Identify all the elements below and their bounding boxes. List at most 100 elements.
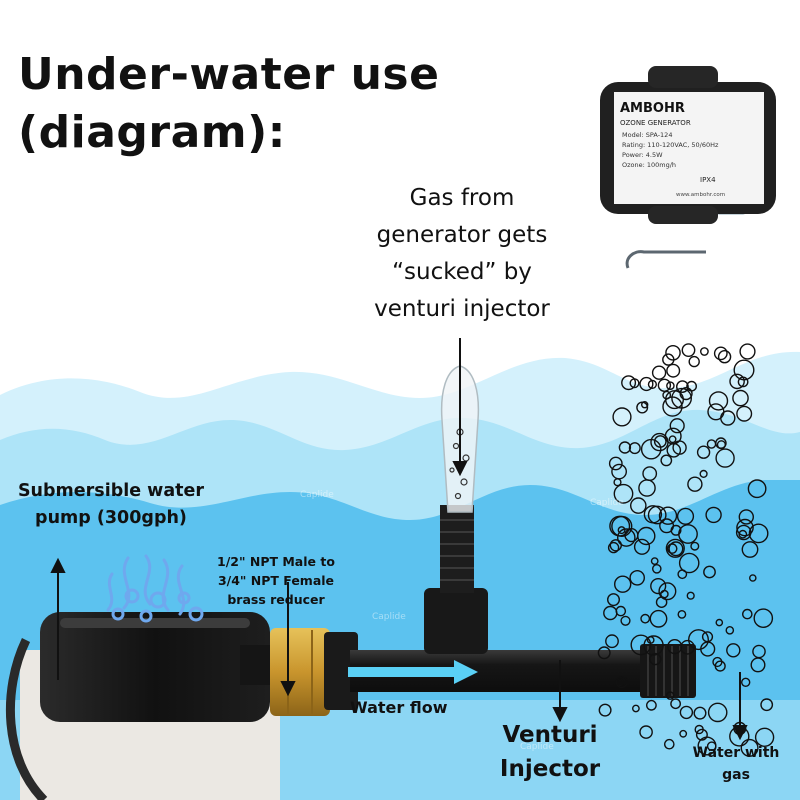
bubble [706,741,717,752]
bubble [715,448,735,468]
bubble [630,497,647,514]
label-arrows [50,338,748,741]
gas-port-thread [440,519,474,581]
bubble [688,629,710,651]
generator-spec-2: Rating: 110-120VAC, 50/60Hz [622,141,719,149]
bubble [717,350,732,364]
bubble [712,656,723,668]
bubble [617,528,636,547]
bubble [686,591,695,600]
bubble [647,505,667,525]
generator-spec-3: Power: 4.5W [622,151,663,159]
water-with-gas-label: Water with gas [676,742,796,786]
title-line: Under-water use [18,49,440,100]
bubble [681,343,696,357]
watermark: Caplide [520,742,554,752]
thread-marks [647,646,689,696]
bubble [614,575,632,593]
label-line: brass reducer [227,592,325,607]
bubble [678,524,698,544]
bubble [617,526,626,535]
bubble [652,564,662,574]
bubble [639,376,654,392]
label-line: venturi injector [374,296,550,322]
bubble [666,363,681,378]
bubble [612,407,632,427]
label-line: Water with [692,745,780,761]
bubble [618,441,632,454]
gas-bubbles [597,343,775,757]
watermark: Caplide [590,498,624,508]
bubble [703,565,716,579]
title-line: (diagram): [18,107,286,158]
label-line: 3/4" NPT Female [217,573,335,588]
bubble [613,483,634,504]
bubble [699,469,708,479]
bubble [665,344,681,361]
bubble [690,541,700,551]
bubble [754,727,775,747]
bubble [658,506,678,525]
bubble [733,359,755,381]
flow-arrow-head [454,660,478,684]
bubble [657,378,672,392]
bubble [650,577,667,595]
bubble [636,401,649,414]
bubble [608,456,623,471]
label-line: Injector [499,756,601,782]
bubble [720,410,736,426]
bubble [609,539,622,552]
bubble [639,725,653,739]
bubble [708,391,729,411]
bubble [742,608,753,620]
venturi-inlet-nut [324,632,358,710]
bubble [607,593,621,607]
generator-brand: AMBOHR [620,101,685,116]
bubble [705,506,722,524]
bubble [668,541,684,557]
bubble [749,574,757,582]
bubble [707,702,728,723]
label-line: Venturi [502,722,598,748]
watermark: Caplide [300,490,334,500]
bubble [649,652,662,666]
water-swirl [106,554,204,623]
generator-spec-4: Ozone: 100mg/h [622,161,676,169]
venturi-outlet-thread [640,644,696,698]
bubble [613,478,622,487]
label-line: “sucked” by [392,259,532,285]
bubble [655,596,668,609]
bubble [677,610,687,619]
label-line: gas [722,767,750,783]
bubble [752,644,766,659]
bubble [662,396,683,417]
bubble [670,698,681,710]
bubble [715,437,727,449]
reducer-label: 1/2" NPT Male to 3/4" NPT Female brass r… [208,552,344,609]
bubble [676,507,695,525]
label-line: pump (300gph) [35,508,187,528]
bubble [693,706,707,720]
pump-top-shade [60,618,250,628]
bubble [676,380,689,393]
bubble [646,699,657,711]
gas-flow-label: Gas from generator gets “sucked” by vent… [352,180,572,328]
bubble [665,691,675,700]
bubble [679,729,688,738]
bubble [607,541,620,554]
bubble [667,638,683,655]
pump-cable [5,638,48,800]
bubble [741,677,751,687]
bubble [642,466,658,481]
bubble [729,726,750,747]
bubble [687,476,703,492]
submersible-pump [40,612,270,722]
bubble [678,552,700,574]
venturi-tee [424,588,488,654]
bubble [729,373,745,390]
label-line: generator gets [376,222,548,248]
bubble [630,634,652,656]
bubble [629,570,646,586]
